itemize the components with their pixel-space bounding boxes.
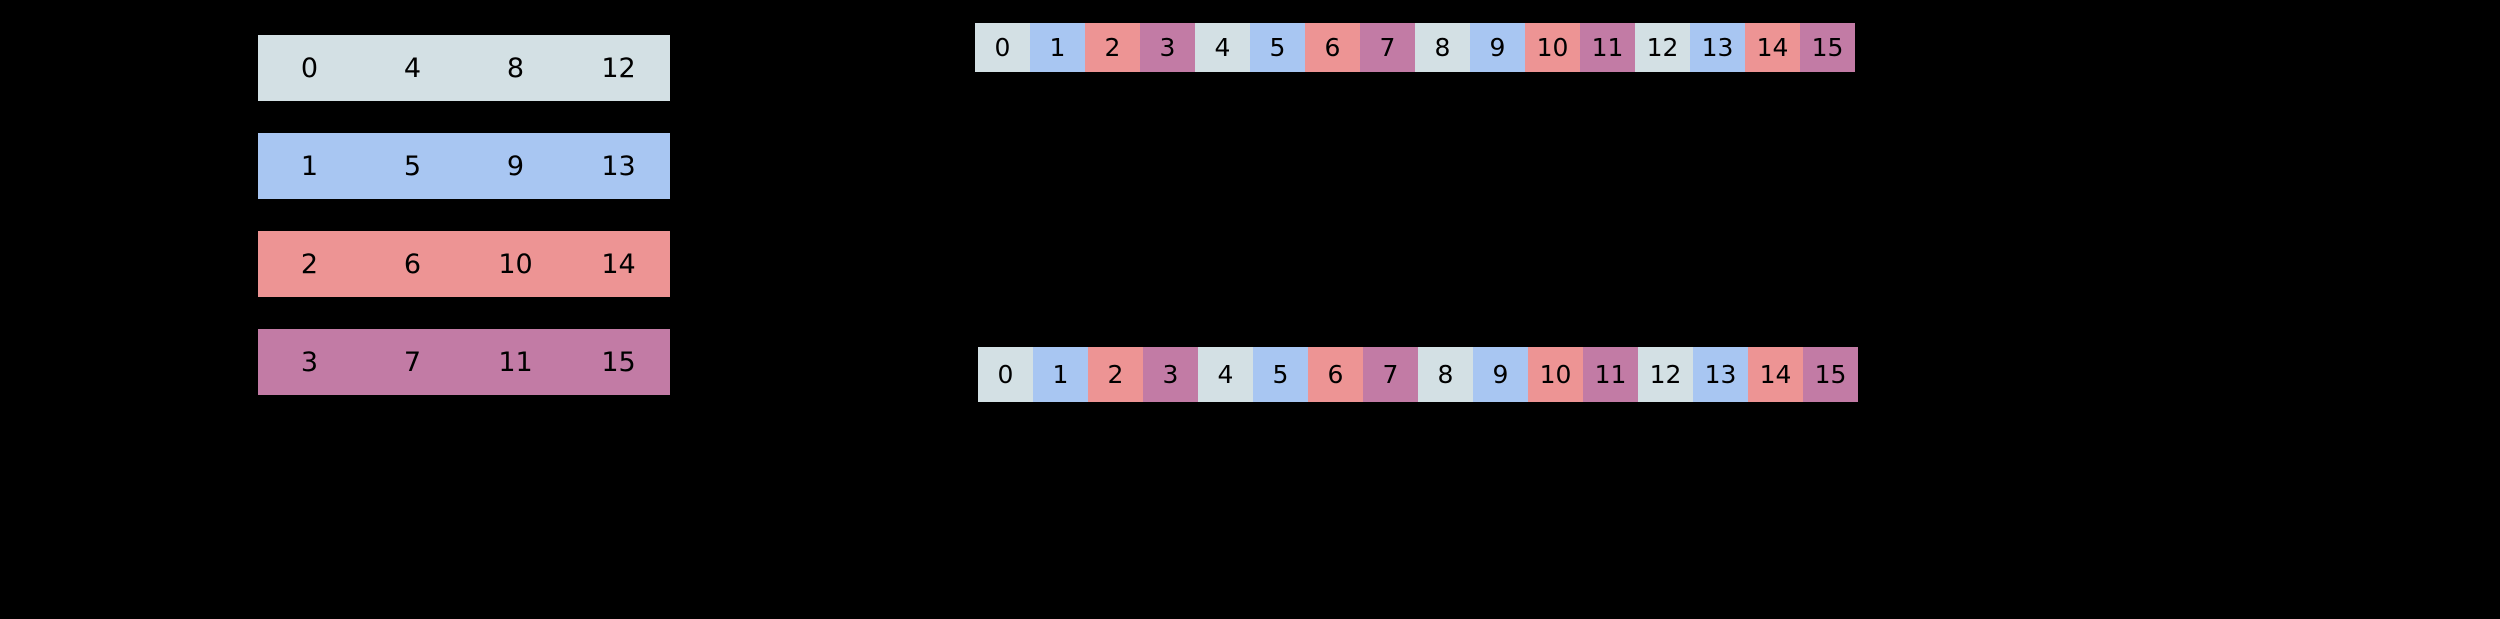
contiguous-strip-cell: 3 <box>1143 347 1198 402</box>
contiguous-strip-cell: 9 <box>1470 23 1525 72</box>
strided-block-value: 2 <box>300 248 319 280</box>
strided-block-value: 11 <box>498 346 533 378</box>
contiguous-strip-cell: 9 <box>1473 347 1528 402</box>
contiguous-strip-cell: 15 <box>1803 347 1858 402</box>
contiguous-strip-cell: 13 <box>1690 23 1745 72</box>
strided-block-row: 2 6 10 14 <box>258 231 670 297</box>
contiguous-strip-cell: 8 <box>1415 23 1470 72</box>
contiguous-strip-cell: 6 <box>1305 23 1360 72</box>
strided-block-row: 3 7 11 15 <box>258 329 670 395</box>
strided-block-value: 6 <box>403 248 422 280</box>
contiguous-strip-cell: 0 <box>975 23 1030 72</box>
strided-block-value: 15 <box>601 346 636 378</box>
contiguous-strip-cell: 14 <box>1748 347 1803 402</box>
strided-block-value: 4 <box>403 52 422 84</box>
contiguous-strip-cell: 12 <box>1635 23 1690 72</box>
contiguous-strip-cell: 12 <box>1638 347 1693 402</box>
strided-block-row: 1 5 9 13 <box>258 133 670 199</box>
contiguous-strip-cell: 10 <box>1528 347 1583 402</box>
strided-block-value: 0 <box>300 52 319 84</box>
strided-block-value: 9 <box>506 150 525 182</box>
contiguous-strip-cell: 1 <box>1033 347 1088 402</box>
strided-block-value: 10 <box>498 248 533 280</box>
contiguous-strip-cell: 5 <box>1250 23 1305 72</box>
strided-block-value: 1 <box>300 150 319 182</box>
strided-block-value: 3 <box>300 346 319 378</box>
contiguous-strip-cell: 1 <box>1030 23 1085 72</box>
contiguous-strip-cell: 6 <box>1308 347 1363 402</box>
contiguous-strip-cell: 8 <box>1418 347 1473 402</box>
contiguous-strip-cell: 4 <box>1195 23 1250 72</box>
contiguous-strip-cell: 7 <box>1360 23 1415 72</box>
strided-block-value: 13 <box>601 150 636 182</box>
strided-block-value: 7 <box>403 346 422 378</box>
contiguous-strip-cell: 0 <box>978 347 1033 402</box>
contiguous-strip-cell: 14 <box>1745 23 1800 72</box>
strided-block-value: 14 <box>601 248 636 280</box>
strided-block-row: 0 4 8 12 <box>258 35 670 101</box>
contiguous-strip-cell: 13 <box>1693 347 1748 402</box>
contiguous-strip-cell: 7 <box>1363 347 1418 402</box>
contiguous-strip-cell: 2 <box>1085 23 1140 72</box>
contiguous-strip-cell: 15 <box>1800 23 1855 72</box>
contiguous-strip-cell: 5 <box>1253 347 1308 402</box>
strided-block-value: 12 <box>601 52 636 84</box>
contiguous-strip-cell: 3 <box>1140 23 1195 72</box>
contiguous-strip-cell: 2 <box>1088 347 1143 402</box>
contiguous-strip-cell: 11 <box>1583 347 1638 402</box>
strided-block-value: 5 <box>403 150 422 182</box>
contiguous-strip-cell: 11 <box>1580 23 1635 72</box>
contiguous-strip-cell: 4 <box>1198 347 1253 402</box>
contiguous-strip-cell: 10 <box>1525 23 1580 72</box>
strided-block-value: 8 <box>506 52 525 84</box>
